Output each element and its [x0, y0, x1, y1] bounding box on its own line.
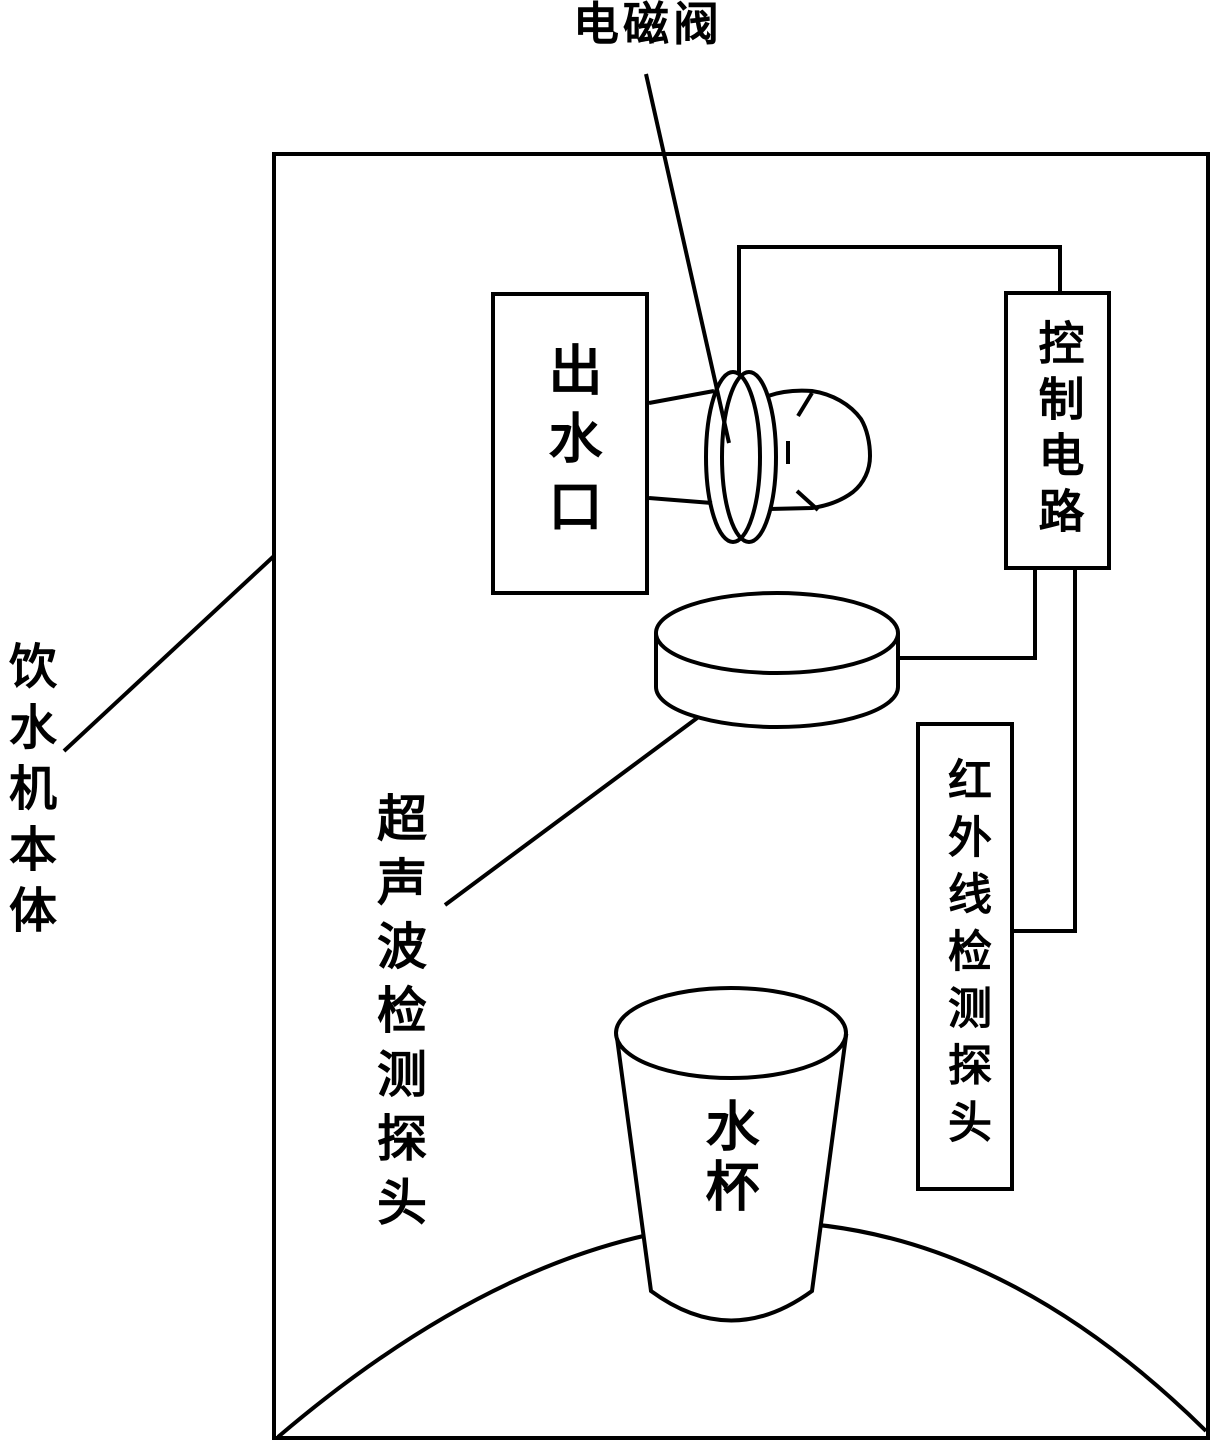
ultrasonic-probe-top: [654, 591, 900, 675]
solenoid-valve-label: 电磁阀: [573, 0, 723, 50]
control-to-infrared-wire: [1014, 569, 1077, 933]
ultrasonic-probe-leader-line: [443, 702, 718, 907]
water-outlet-box: 出水口: [491, 292, 649, 595]
dispenser-body-leader-line: [62, 554, 276, 753]
valve-ring-right: [720, 370, 778, 544]
valve-to-control-wire: [737, 245, 1062, 374]
solenoid-valve-leader-line: [644, 73, 731, 444]
infrared-probe-label: 红外线检测探头: [941, 757, 990, 1156]
cup-rim: [614, 986, 848, 1080]
pipe-top-line: [648, 389, 715, 405]
infrared-probe-box: 红外线检测探头: [916, 722, 1014, 1191]
control-circuit-label: 控制电路: [1032, 318, 1084, 543]
dispenser-body-outline: [272, 152, 1210, 1440]
pipe-bottom-line: [648, 496, 713, 505]
valve-ring-left: [704, 370, 762, 544]
dispenser-body-label: 饮水机本体: [1, 641, 54, 946]
water-cup-label: 水杯: [697, 1098, 757, 1218]
cup-body: [614, 1033, 849, 1323]
valve-cap-notch-bottom: [795, 489, 820, 512]
valve-cap: [767, 388, 873, 511]
control-circuit-box: 控制电路: [1004, 291, 1111, 570]
water-outlet-label: 出水口: [540, 341, 600, 546]
ultrasonic-probe-label: 超声波检测探头: [370, 792, 426, 1240]
valve-cap-notch-top: [796, 391, 814, 418]
control-to-ultrasonic-wire: [900, 569, 1037, 660]
